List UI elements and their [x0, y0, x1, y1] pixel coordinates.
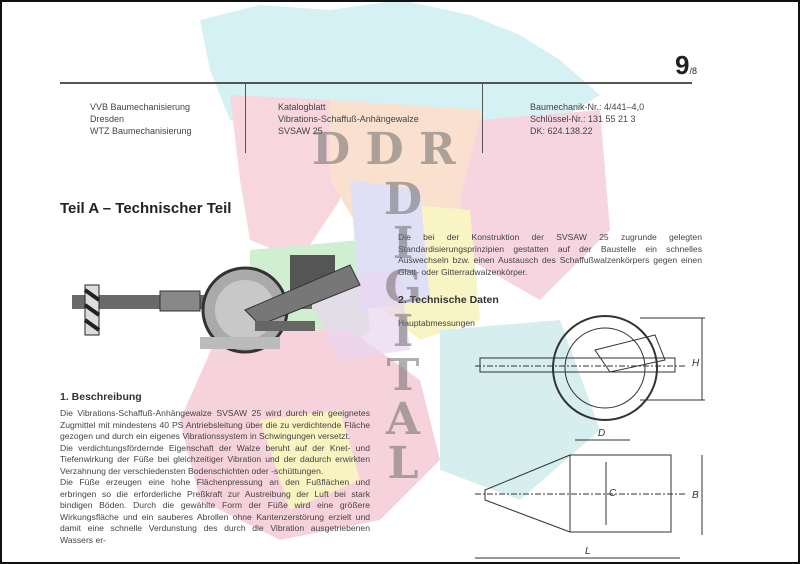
watermark-digital: D I G I T A L — [383, 178, 423, 486]
dimension-label-d: D — [598, 428, 605, 439]
map-region-east — [460, 110, 610, 300]
page-title: Teil A – Technischer Teil — [60, 200, 232, 217]
page-number-sub: /8 — [689, 66, 697, 76]
drawing-roller — [552, 315, 658, 421]
dimension-label-l: L — [585, 546, 591, 557]
map-region-yellow-south — [260, 410, 360, 510]
technical-drawing: H D C B L — [475, 315, 705, 559]
section-2-subheading: Hauptabmessungen — [398, 318, 475, 328]
catalog-line: SVSAW 25 — [278, 126, 323, 136]
watermark-ddr: D D R — [312, 128, 456, 172]
header-left: VVB Baumechanisierung Dresden WTZ Baumec… — [90, 101, 192, 137]
drawing-plan — [569, 454, 672, 533]
watermark-letter: G — [384, 262, 422, 313]
watermark-letter: R — [418, 124, 456, 175]
header-divider — [482, 83, 483, 153]
header-right: Baumechanik-Nr.: 4/441–4,0 Schlüssel-Nr.… — [530, 101, 644, 137]
section-2-heading: 2. Technische Daten — [398, 294, 499, 306]
watermark-letter: D — [365, 124, 404, 175]
section-1-body: Die Vibrations-Schaffuß-Anhängewalze SVS… — [60, 408, 370, 546]
dimension-label-h: H — [692, 358, 700, 369]
publisher-line: Dresden — [90, 114, 125, 124]
watermark-letter: L — [387, 438, 419, 489]
watermark-letter: T — [386, 350, 420, 401]
paragraph: Die Füße erzeugen eine hohe Flächenpress… — [60, 477, 370, 545]
watermark-letter: I — [392, 218, 414, 269]
page-number-main: 9 — [675, 50, 690, 80]
publisher-line: WTZ Baumechanisierung — [90, 126, 192, 136]
watermark-letter: D — [312, 124, 351, 175]
header-rule — [60, 82, 692, 84]
section-1-heading: 1. Beschreibung — [60, 391, 142, 403]
dimension-label-b: B — [692, 490, 699, 501]
header-divider — [245, 83, 246, 153]
dimension-label-c: C — [609, 488, 617, 499]
map-region-west — [230, 95, 340, 260]
watermark-letter: I — [392, 306, 414, 357]
reference-line: DK: 624.138.22 — [530, 126, 593, 136]
page-number: 9/8 — [675, 50, 697, 81]
watermark-letter: A — [385, 394, 421, 445]
publisher-line: VVB Baumechanisierung — [90, 102, 191, 112]
header-middle: Katalogblatt Vibrations-Schaffuß-Anhänge… — [278, 101, 419, 137]
catalog-line: Katalogblatt — [278, 102, 326, 112]
reference-line: Schlüssel-Nr.: 131 55 21 3 — [530, 114, 636, 124]
intro-text: Die bei der Konstruktion der SVSAW 25 zu… — [398, 232, 702, 277]
reference-line: Baumechanik-Nr.: 4/441–4,0 — [530, 102, 645, 112]
catalog-line: Vibrations-Schaffuß-Anhängewalze — [278, 114, 419, 124]
drawing-frame — [479, 357, 676, 373]
watermark-letter: D — [383, 174, 423, 225]
paragraph: Die Vibrations-Schaffuß-Anhängewalze SVS… — [60, 408, 370, 441]
paragraph: Die verdichtungsfördernde Eigenschaft de… — [60, 442, 370, 476]
roller-photo — [72, 255, 361, 354]
